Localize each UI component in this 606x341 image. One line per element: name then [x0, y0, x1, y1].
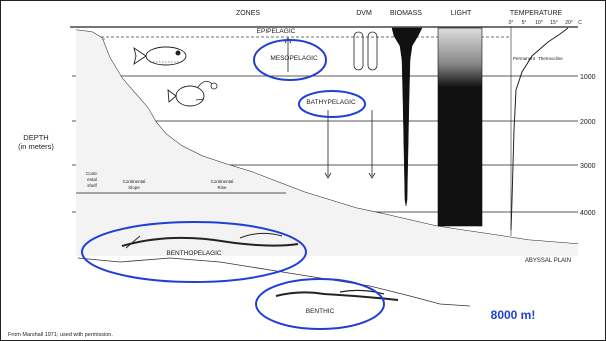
temp-tick: 0° — [509, 20, 514, 26]
temp-tick: 20° — [565, 20, 573, 26]
zone-bathypelagic-label: BATHYPELAGIC — [306, 99, 356, 106]
light-column — [438, 28, 482, 226]
zone-benthopelagic-label: BENTHOPELAGIC — [166, 250, 222, 257]
temp-tick: 5° — [522, 20, 527, 26]
zone-mesopelagic-label: MESOPELAGIC — [270, 55, 318, 62]
temp-tick: 15° — [550, 20, 558, 26]
region-shelf-label: Conti- — [86, 171, 99, 176]
region-rise-label: Rise — [217, 185, 226, 190]
temp-tick: 10° — [535, 20, 543, 26]
region-rise-label: Continental — [211, 179, 234, 184]
depth-tick-right: 2000 — [580, 119, 596, 126]
region-shelf-label: ental — [87, 177, 97, 182]
header-light: LIGHT — [451, 10, 472, 17]
region-shelf-label: shelf — [87, 183, 97, 188]
depth-tick-right: 1000 — [580, 74, 596, 81]
temperature-thermocline-label: Thermocline — [538, 56, 563, 61]
region-slope-label: Slope — [128, 185, 140, 190]
depth-annotation: 8000 m! — [491, 308, 536, 322]
abyssal-plain-label: ABYSSAL PLAIN — [525, 258, 571, 264]
depth-axis-label: DEPTH — [23, 133, 48, 142]
source-credit: From Marshall 1971; used with permission… — [8, 332, 113, 338]
region-slope-label: Continental — [123, 179, 146, 184]
zone-epipelagic-label: EPIPELAGIC — [257, 28, 296, 35]
header-temperature: TEMPERATURE — [510, 10, 563, 17]
depth-tick-right: 3000 — [580, 163, 596, 170]
header-dvm: DVM — [356, 10, 372, 17]
header-zones: ZONES — [236, 10, 260, 17]
header-biomass: BIOMASS — [390, 10, 422, 17]
temp-tick: C — [578, 20, 582, 26]
zone-benthic-label: BENTHIC — [306, 308, 335, 315]
depth-axis-unit: (in meters) — [18, 142, 54, 151]
depth-tick-right: 4000 — [580, 210, 596, 217]
temperature-permanent-label: Permanent — [513, 56, 536, 61]
